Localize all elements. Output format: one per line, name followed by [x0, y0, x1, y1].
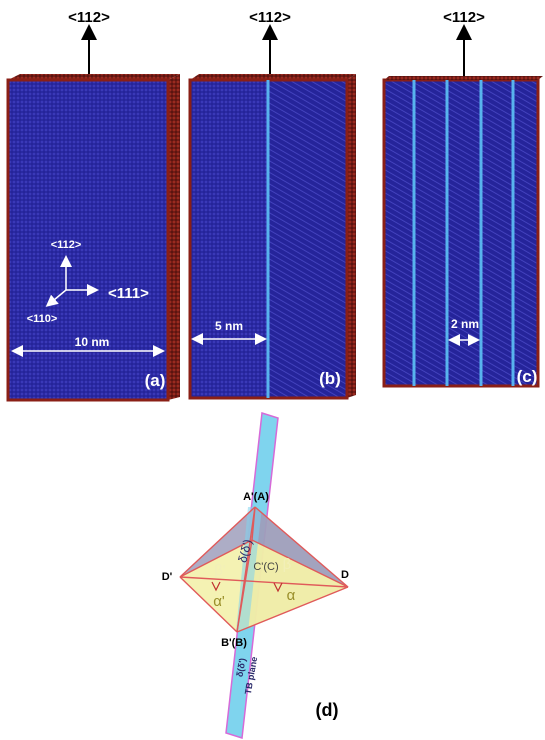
angle-label-beta: β	[283, 556, 292, 573]
direction-label-b: <112>	[249, 9, 291, 26]
scale-label-c: 2 nm	[451, 317, 479, 331]
crystal-block-a	[6, 78, 170, 402]
scale-label-b: 5 nm	[215, 319, 243, 333]
face-bottom-right	[237, 540, 348, 632]
angle-mark-alpha-prime	[211, 581, 221, 592]
direction-label-a: <112>	[68, 9, 110, 26]
vertex-label-bottom: B'(B)	[221, 637, 247, 649]
scale-label-a: 10 nm	[75, 335, 110, 349]
vertex-label-right: D	[341, 569, 349, 581]
axis-label-111: <111>	[108, 285, 149, 302]
panel-label-c: (c)	[517, 367, 538, 386]
axis-label-110: <110>	[27, 313, 58, 325]
panel-label-b: (b)	[319, 369, 341, 388]
panel-b: <112> 5 nm (b)	[188, 9, 356, 400]
angle-mark-alpha	[273, 582, 283, 593]
angle-label-alpha-prime: α'	[213, 593, 225, 610]
crystal-block-b-right	[268, 80, 347, 398]
panel-label-a: (a)	[145, 371, 166, 390]
crystal-block-b-left	[188, 78, 270, 400]
angle-label-beta-prime: β'	[214, 562, 226, 579]
panel-c: <112> 2 nm (c)	[382, 9, 543, 388]
crystal-side-a	[168, 74, 180, 400]
angle-label-alpha: α	[287, 587, 296, 604]
panel-d: A'(A) D' D B'(B) C'(C) β' β α' α δ(δ') δ…	[162, 412, 349, 739]
axes-glyph: <112> <111> <110>	[27, 239, 149, 325]
vertex-label-apex: A'(A)	[243, 491, 269, 503]
vertex-label-left: D'	[162, 571, 173, 583]
vertex-label-center: C'(C)	[253, 561, 278, 573]
axis-label-112: <112>	[51, 239, 82, 251]
face-bottom-left	[180, 540, 252, 632]
crystal-top-c	[384, 76, 543, 80]
crystal-side-b	[347, 74, 356, 398]
panel-a: <112> <112> <111> <110> 10 nm (a)	[6, 9, 180, 402]
tetrahedron-edges	[179, 506, 349, 633]
angle-label-delta: δ(δ')	[235, 538, 255, 564]
plane-label-line1: δ(δ')	[234, 657, 247, 678]
direction-label-c: <112>	[443, 9, 485, 26]
panel-label-d: (d)	[316, 700, 339, 720]
